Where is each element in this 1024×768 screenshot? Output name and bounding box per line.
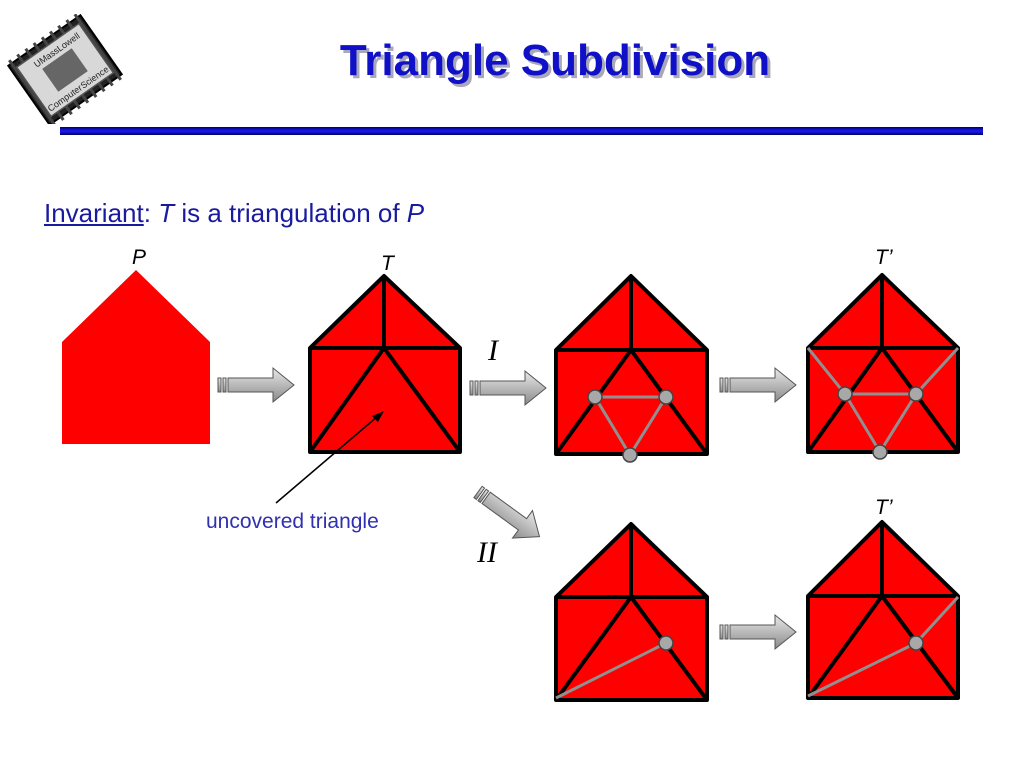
invariant-var-p: P [406, 198, 425, 228]
block-arrow-right-icon [719, 614, 797, 650]
house-case-two-a [554, 522, 709, 702]
invariant-colon: : [143, 198, 151, 228]
house-t [308, 274, 462, 454]
block-arrow-right-icon [719, 367, 797, 403]
label-t-prime-bottom: T’ [875, 496, 893, 519]
invariant-middle: is a triangulation of [174, 198, 407, 228]
invariant-var-t: T [158, 198, 175, 228]
house-case-two-result [806, 520, 960, 700]
pointer-arrow-icon [275, 411, 384, 504]
page-title: Triangle Subdivision [339, 36, 771, 85]
umass-lowell-chip-logo-icon: UMass Lowell Computer Science [6, 14, 124, 124]
label-p: P [132, 246, 147, 269]
label-t-prime-top: T’ [875, 246, 893, 269]
label-case-two: II [477, 536, 497, 569]
invariant-label: Invariant [44, 198, 144, 228]
label-t: T [381, 252, 394, 275]
polygon-p [62, 270, 210, 444]
block-arrow-right-icon [469, 370, 547, 406]
house-case-one-a [554, 274, 709, 463]
house-case-one-result [806, 273, 960, 460]
label-case-one: I [488, 334, 498, 367]
title-divider [60, 127, 983, 135]
block-arrow-right-icon [217, 367, 295, 403]
block-arrow-diagonal-icon [467, 477, 550, 551]
invariant-statement: Invariant: T is a triangulation of P [44, 198, 424, 229]
label-uncovered-triangle: uncovered triangle [206, 510, 379, 533]
